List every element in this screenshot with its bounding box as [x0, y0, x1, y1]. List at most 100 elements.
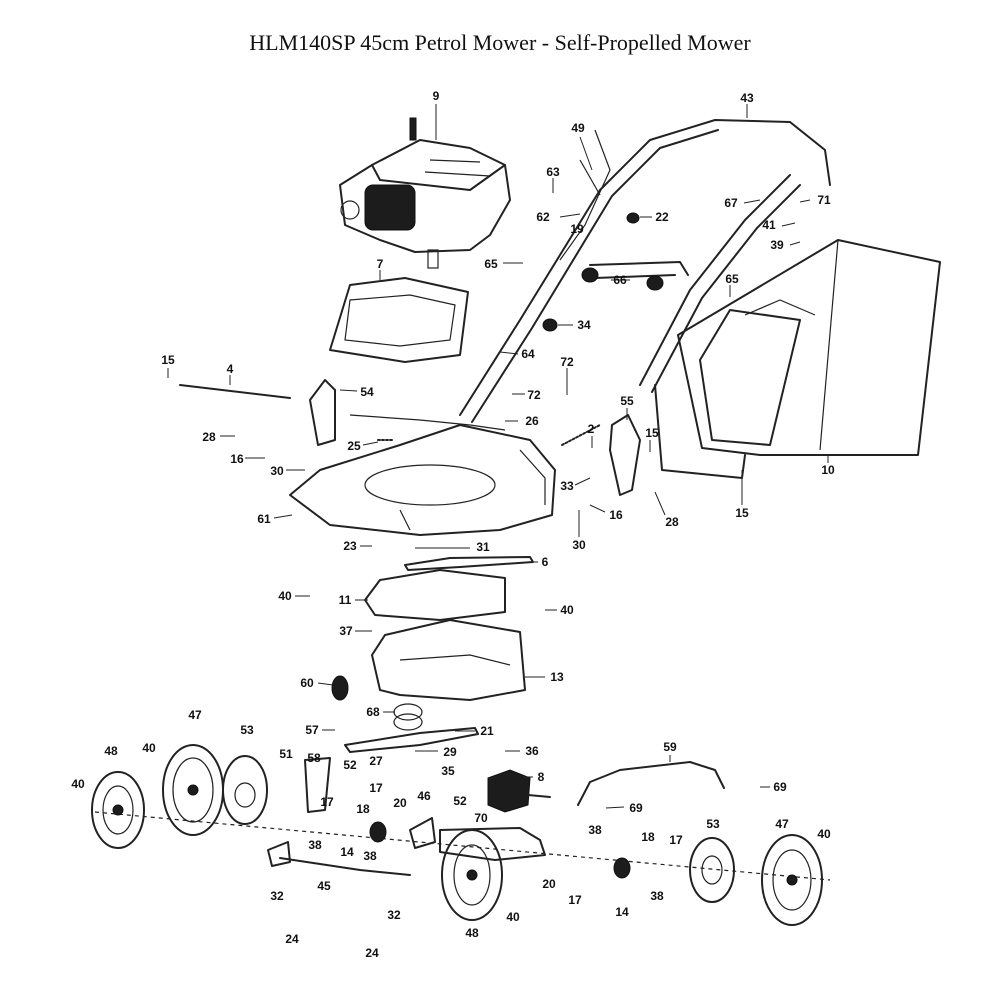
callout-32-right: 32	[387, 908, 401, 922]
leader-lines	[167, 104, 829, 809]
callout-17-right: 17	[669, 833, 683, 847]
callout-38-mid: 38	[363, 849, 377, 863]
callout-labels: 9 43 49 63 71 67 62 19 22 41 39 65 66 65…	[71, 89, 835, 960]
callout-13: 13	[550, 670, 564, 684]
callout-16-left: 16	[230, 452, 244, 466]
hubcap-53-left	[222, 755, 268, 825]
engine-part	[339, 117, 511, 269]
callout-17-mid: 17	[369, 781, 383, 795]
callout-46: 46	[417, 789, 431, 803]
callout-26: 26	[525, 414, 539, 428]
callout-40-top-right: 40	[560, 603, 574, 617]
callout-25: 25	[347, 439, 361, 453]
callout-52-left: 52	[343, 758, 357, 772]
callout-53-right: 53	[706, 817, 720, 831]
callout-21: 21	[480, 724, 494, 738]
callout-55: 55	[620, 394, 634, 408]
callout-40-far-left: 40	[71, 777, 85, 791]
callout-47-right: 47	[775, 817, 789, 831]
hubcap-53-right	[689, 837, 735, 903]
callout-49: 49	[571, 121, 585, 135]
callout-14-right: 14	[615, 905, 629, 919]
callout-17-bottom: 17	[568, 893, 582, 907]
callout-24-right: 24	[365, 946, 379, 960]
callout-72-top: 72	[560, 355, 574, 369]
wheel-48-right	[441, 829, 503, 921]
callout-61: 61	[257, 512, 271, 526]
callout-19: 19	[570, 222, 584, 236]
callout-22: 22	[655, 210, 669, 224]
callout-17-left: 17	[320, 795, 334, 809]
callout-24-left: 24	[285, 932, 299, 946]
baffle-part	[371, 619, 526, 701]
callout-6: 6	[542, 555, 549, 569]
callout-62: 62	[536, 210, 550, 224]
callout-30-left: 30	[270, 464, 284, 478]
callout-31: 31	[476, 540, 490, 554]
blade-6-part	[404, 556, 534, 571]
callout-40-top-left: 40	[278, 589, 292, 603]
callout-70: 70	[474, 811, 488, 825]
callout-40-wheel-left: 40	[142, 741, 156, 755]
callout-36: 36	[525, 744, 539, 758]
callout-59: 59	[663, 740, 677, 754]
grass-bag-part	[654, 239, 941, 479]
callout-57: 57	[305, 723, 319, 737]
callout-48-left: 48	[104, 744, 118, 758]
blade-21-part	[344, 703, 479, 753]
callout-4: 4	[227, 362, 234, 376]
callout-23: 23	[343, 539, 357, 553]
callout-35: 35	[441, 764, 455, 778]
gearbox-part	[487, 769, 551, 813]
engine-cover-part	[329, 277, 469, 363]
callout-7: 7	[377, 257, 384, 271]
callout-47-left: 47	[188, 708, 202, 722]
callout-18-right: 18	[641, 830, 655, 844]
callout-69-right: 69	[773, 780, 787, 794]
callout-43: 43	[740, 91, 754, 105]
callout-32-left: 32	[270, 889, 284, 903]
deck-part	[289, 424, 556, 536]
callout-39: 39	[770, 238, 784, 252]
axle-part	[94, 761, 831, 881]
callout-30-right: 30	[572, 538, 586, 552]
callout-58: 58	[307, 751, 321, 765]
callout-2: 2	[588, 422, 595, 436]
callout-64: 64	[521, 347, 535, 361]
callout-15-left: 15	[161, 353, 175, 367]
callout-65-right: 65	[725, 272, 739, 286]
callout-38-left: 38	[308, 838, 322, 852]
wheel-47-left	[162, 744, 224, 836]
diagram-title: HLM140SP 45cm Petrol Mower - Self-Propel…	[249, 30, 751, 55]
callout-15-right: 15	[645, 426, 659, 440]
wheel-47-right	[761, 834, 823, 926]
callout-38-bottom: 38	[650, 889, 664, 903]
callout-53-left: 53	[240, 723, 254, 737]
callout-34: 34	[577, 318, 591, 332]
callout-68: 68	[366, 705, 380, 719]
callout-9: 9	[433, 89, 440, 103]
callout-69-left: 69	[629, 801, 643, 815]
callout-48-right: 48	[465, 926, 479, 940]
callout-72-mid: 72	[527, 388, 541, 402]
callout-16-right: 16	[609, 508, 623, 522]
wheel-48-left	[91, 771, 145, 849]
callout-10: 10	[821, 463, 835, 477]
callout-40-far-right: 40	[817, 827, 831, 841]
callout-52-right: 52	[453, 794, 467, 808]
callout-40-bottom: 40	[506, 910, 520, 924]
callout-33: 33	[560, 479, 574, 493]
callout-38-right: 38	[588, 823, 602, 837]
callout-14-left: 14	[340, 845, 354, 859]
mulch-plug-part	[364, 569, 506, 621]
callout-20-right: 20	[542, 877, 556, 891]
callout-45: 45	[317, 879, 331, 893]
callout-51: 51	[279, 747, 293, 761]
callout-27: 27	[369, 754, 383, 768]
callout-18-left: 18	[356, 802, 370, 816]
hardware-parts	[179, 212, 664, 879]
callout-65-left: 65	[484, 257, 498, 271]
callout-54: 54	[360, 385, 374, 399]
